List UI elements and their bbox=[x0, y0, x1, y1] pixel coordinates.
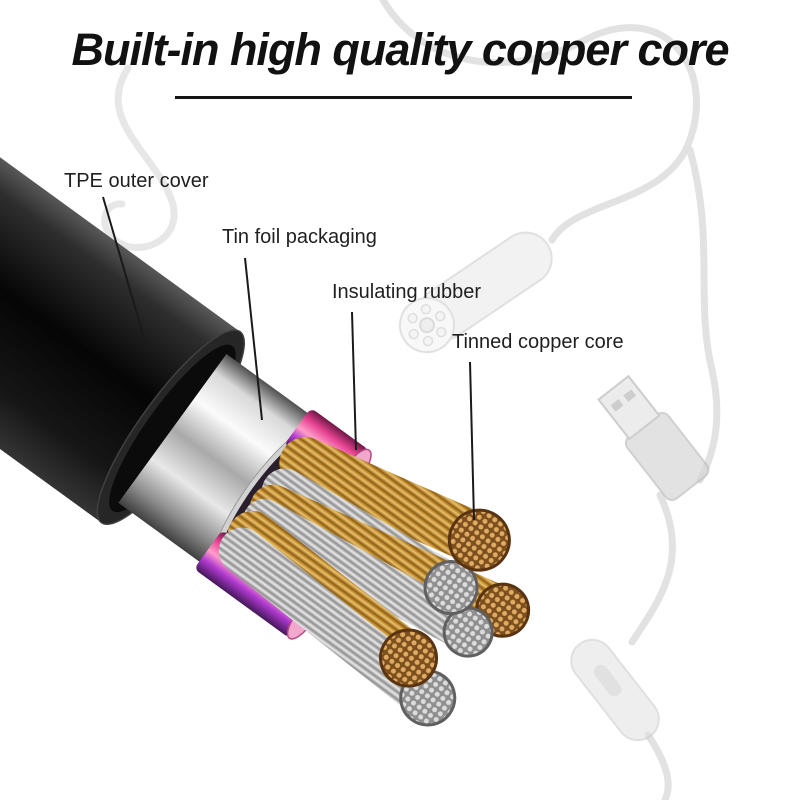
cable-squiggle-left bbox=[101, 64, 178, 251]
copper-core-face bbox=[447, 508, 511, 572]
usb-connector bbox=[597, 374, 710, 501]
label-tpe-outer-cover: TPE outer cover bbox=[64, 170, 209, 192]
leader-line-tin-foil bbox=[244, 257, 263, 421]
faded-endoscope-background bbox=[101, 0, 721, 800]
label-tin-foil-packaging: Tin foil packaging bbox=[222, 226, 377, 248]
label-insulating-rubber: Insulating rubber bbox=[332, 281, 481, 303]
page-title: Built-in high quality copper core bbox=[71, 24, 729, 75]
cable-to-switch bbox=[628, 491, 676, 646]
tinned-core-face bbox=[442, 606, 494, 658]
switch-slider bbox=[593, 664, 622, 697]
cable-right-side bbox=[686, 146, 721, 484]
title-underline bbox=[175, 96, 632, 99]
tpe-jacket bbox=[0, 67, 241, 523]
camera-lens bbox=[418, 317, 435, 334]
leader-line-tinned-copper bbox=[469, 361, 475, 521]
usb-metal-shell bbox=[597, 374, 661, 441]
cable-bottom bbox=[644, 731, 672, 800]
wire-cut-faces bbox=[379, 508, 531, 727]
leader-line-insulating-rubber bbox=[351, 311, 357, 451]
leader-line-tpe-outer-cover bbox=[102, 196, 149, 353]
copper-core-face bbox=[379, 628, 439, 688]
leader-lines bbox=[102, 196, 475, 521]
cable-cutaway bbox=[0, 67, 531, 727]
camera-probe bbox=[398, 231, 553, 354]
camera-led-ring bbox=[407, 303, 447, 347]
switch-module bbox=[570, 638, 660, 742]
label-tinned-copper-core: Tinned copper core bbox=[452, 331, 624, 353]
tin-foil-layer bbox=[118, 353, 324, 574]
cable-loop-top bbox=[379, 0, 700, 244]
